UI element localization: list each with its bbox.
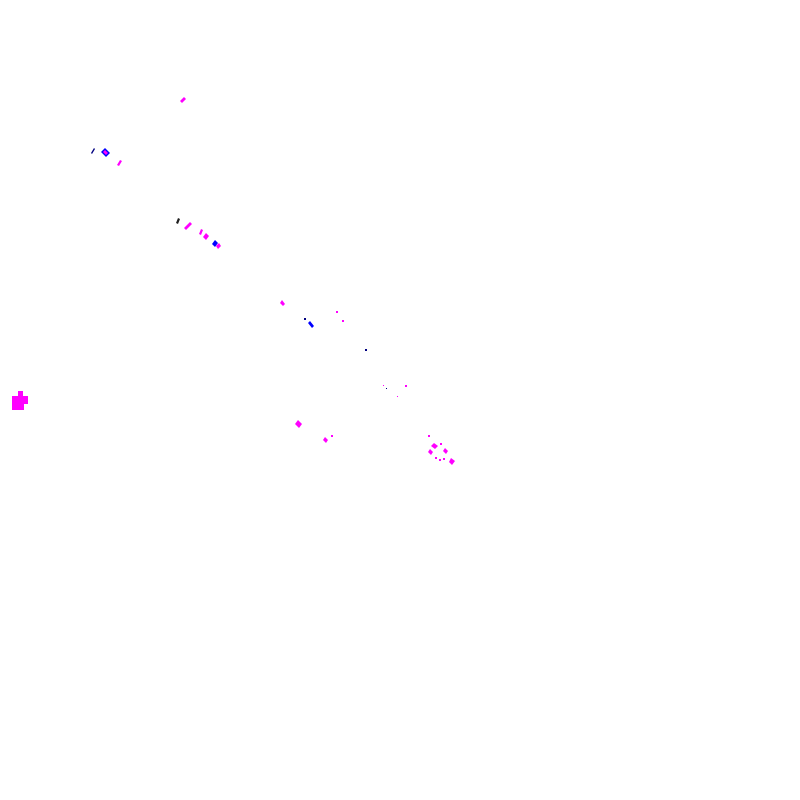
feature-cluster-lower <box>295 420 333 443</box>
feature-mark <box>431 443 438 449</box>
feature-mark <box>365 349 367 351</box>
feature-mark <box>439 459 441 461</box>
feature-mark <box>295 420 302 428</box>
feature-cluster-center <box>280 300 407 397</box>
feature-mark <box>405 385 407 387</box>
feature-mark <box>397 396 398 397</box>
feature-mark <box>449 458 455 465</box>
feature-cluster-upper-left <box>91 148 122 166</box>
feature-mark <box>117 160 122 166</box>
feature-cluster-lower-right <box>428 435 455 465</box>
feature-mark <box>199 229 203 235</box>
feature-mark <box>435 457 437 459</box>
feature-mark <box>428 435 430 437</box>
feature-mark <box>336 311 338 313</box>
feature-mark <box>342 320 344 322</box>
feature-cluster-top <box>180 97 186 103</box>
feature-mark <box>331 435 333 437</box>
feature-mark <box>12 391 28 410</box>
feature-cluster-mid-left <box>176 218 221 249</box>
feature-mark <box>386 388 387 389</box>
feature-mark <box>103 150 108 155</box>
feature-block-left <box>12 391 28 410</box>
feature-mark <box>383 385 384 386</box>
feature-mark <box>323 437 328 443</box>
feature-mark <box>203 233 209 240</box>
feature-mark <box>443 458 445 460</box>
feature-mark <box>428 449 433 455</box>
feature-mark <box>308 321 314 328</box>
feature-mark <box>280 300 285 306</box>
feature-mark <box>180 97 186 103</box>
feature-mark <box>304 318 306 320</box>
feature-mark <box>443 448 448 454</box>
feature-mark <box>212 240 218 247</box>
feature-mark <box>440 443 442 445</box>
feature-mark <box>91 148 95 154</box>
feature-mark <box>176 218 180 224</box>
feature-mark <box>184 222 192 230</box>
feature-mark <box>216 243 221 249</box>
